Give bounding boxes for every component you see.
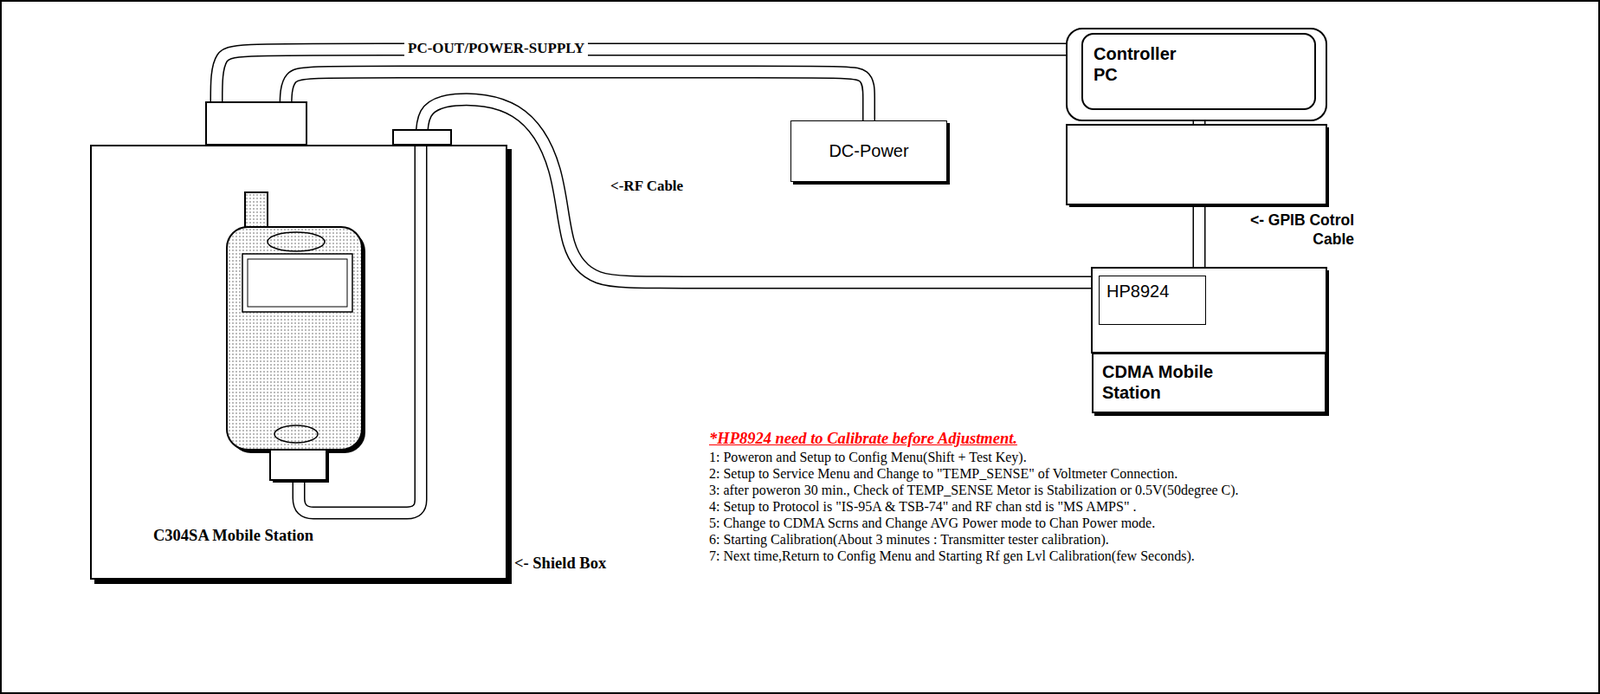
cable <box>216 49 1082 145</box>
note-step: 3: after poweron 30 min., Check of TEMP_… <box>709 482 1239 498</box>
cable-core <box>216 49 1082 145</box>
note-step: 5: Change to CDMA Scrns and Change AVG P… <box>709 515 1155 531</box>
node-label: HP8924 <box>1106 281 1199 302</box>
monitor-frame <box>1066 28 1327 121</box>
phone-screen <box>242 253 353 312</box>
note-step: 4: Setup to Protocol is "IS-95A & TSB-74… <box>709 498 1136 515</box>
node-label: Controller PC <box>1093 43 1189 85</box>
phone-plug <box>270 449 327 480</box>
phone-screen-inner <box>247 258 348 307</box>
dc-power-box: DC-Power <box>790 120 948 182</box>
node-label: <- Shield Box <box>514 554 607 573</box>
rf-connector <box>393 129 452 145</box>
tester-box: HP8924 <box>1098 275 1207 325</box>
controller-pc: Controller PC <box>1081 32 1317 110</box>
note-step: 2: Setup to Service Menu and Change to "… <box>709 465 1178 482</box>
phone-antenna <box>245 192 268 231</box>
phone-mic <box>274 425 318 443</box>
phone-earpiece <box>267 232 325 252</box>
note-step: 7: Next time,Return to Config Menu and S… <box>709 548 1195 564</box>
node-label: C304SA Mobile Station <box>153 526 377 545</box>
shield-box: C304SA Mobile Station<- Shield Box <box>90 144 508 580</box>
cable-label: PC-OUT/POWER-SUPPLY <box>404 39 588 58</box>
note-step: 1: Poweron and Setup to Config Menu(Shif… <box>709 449 1027 465</box>
cable-sheath <box>285 71 870 145</box>
cable-sheath <box>421 99 1099 283</box>
mobile-station: C304SA Mobile Station <box>142 519 388 556</box>
cable-core <box>421 99 1099 283</box>
node-label: DC-Power <box>828 141 909 162</box>
pc-out-connector <box>206 102 307 145</box>
cable <box>285 71 870 145</box>
cable-label: <-RF Cable <box>610 177 684 195</box>
note-heading: *HP8924 need to Calibrate before Adjustm… <box>709 429 1018 448</box>
cable-label: <- GPIB Cotrol Cable <box>1232 211 1355 250</box>
cable-core <box>285 71 870 145</box>
pc-base <box>1066 124 1327 205</box>
cable <box>421 99 1099 283</box>
tester-module: CDMA Mobile Station <box>1091 352 1327 413</box>
note-step: 6: Starting Calibration(About 3 minutes … <box>709 531 1110 548</box>
node-label: CDMA Mobile Station <box>1102 361 1233 403</box>
cable-sheath <box>216 49 1082 145</box>
phone-body <box>226 226 362 450</box>
tester-housing <box>1091 267 1327 353</box>
